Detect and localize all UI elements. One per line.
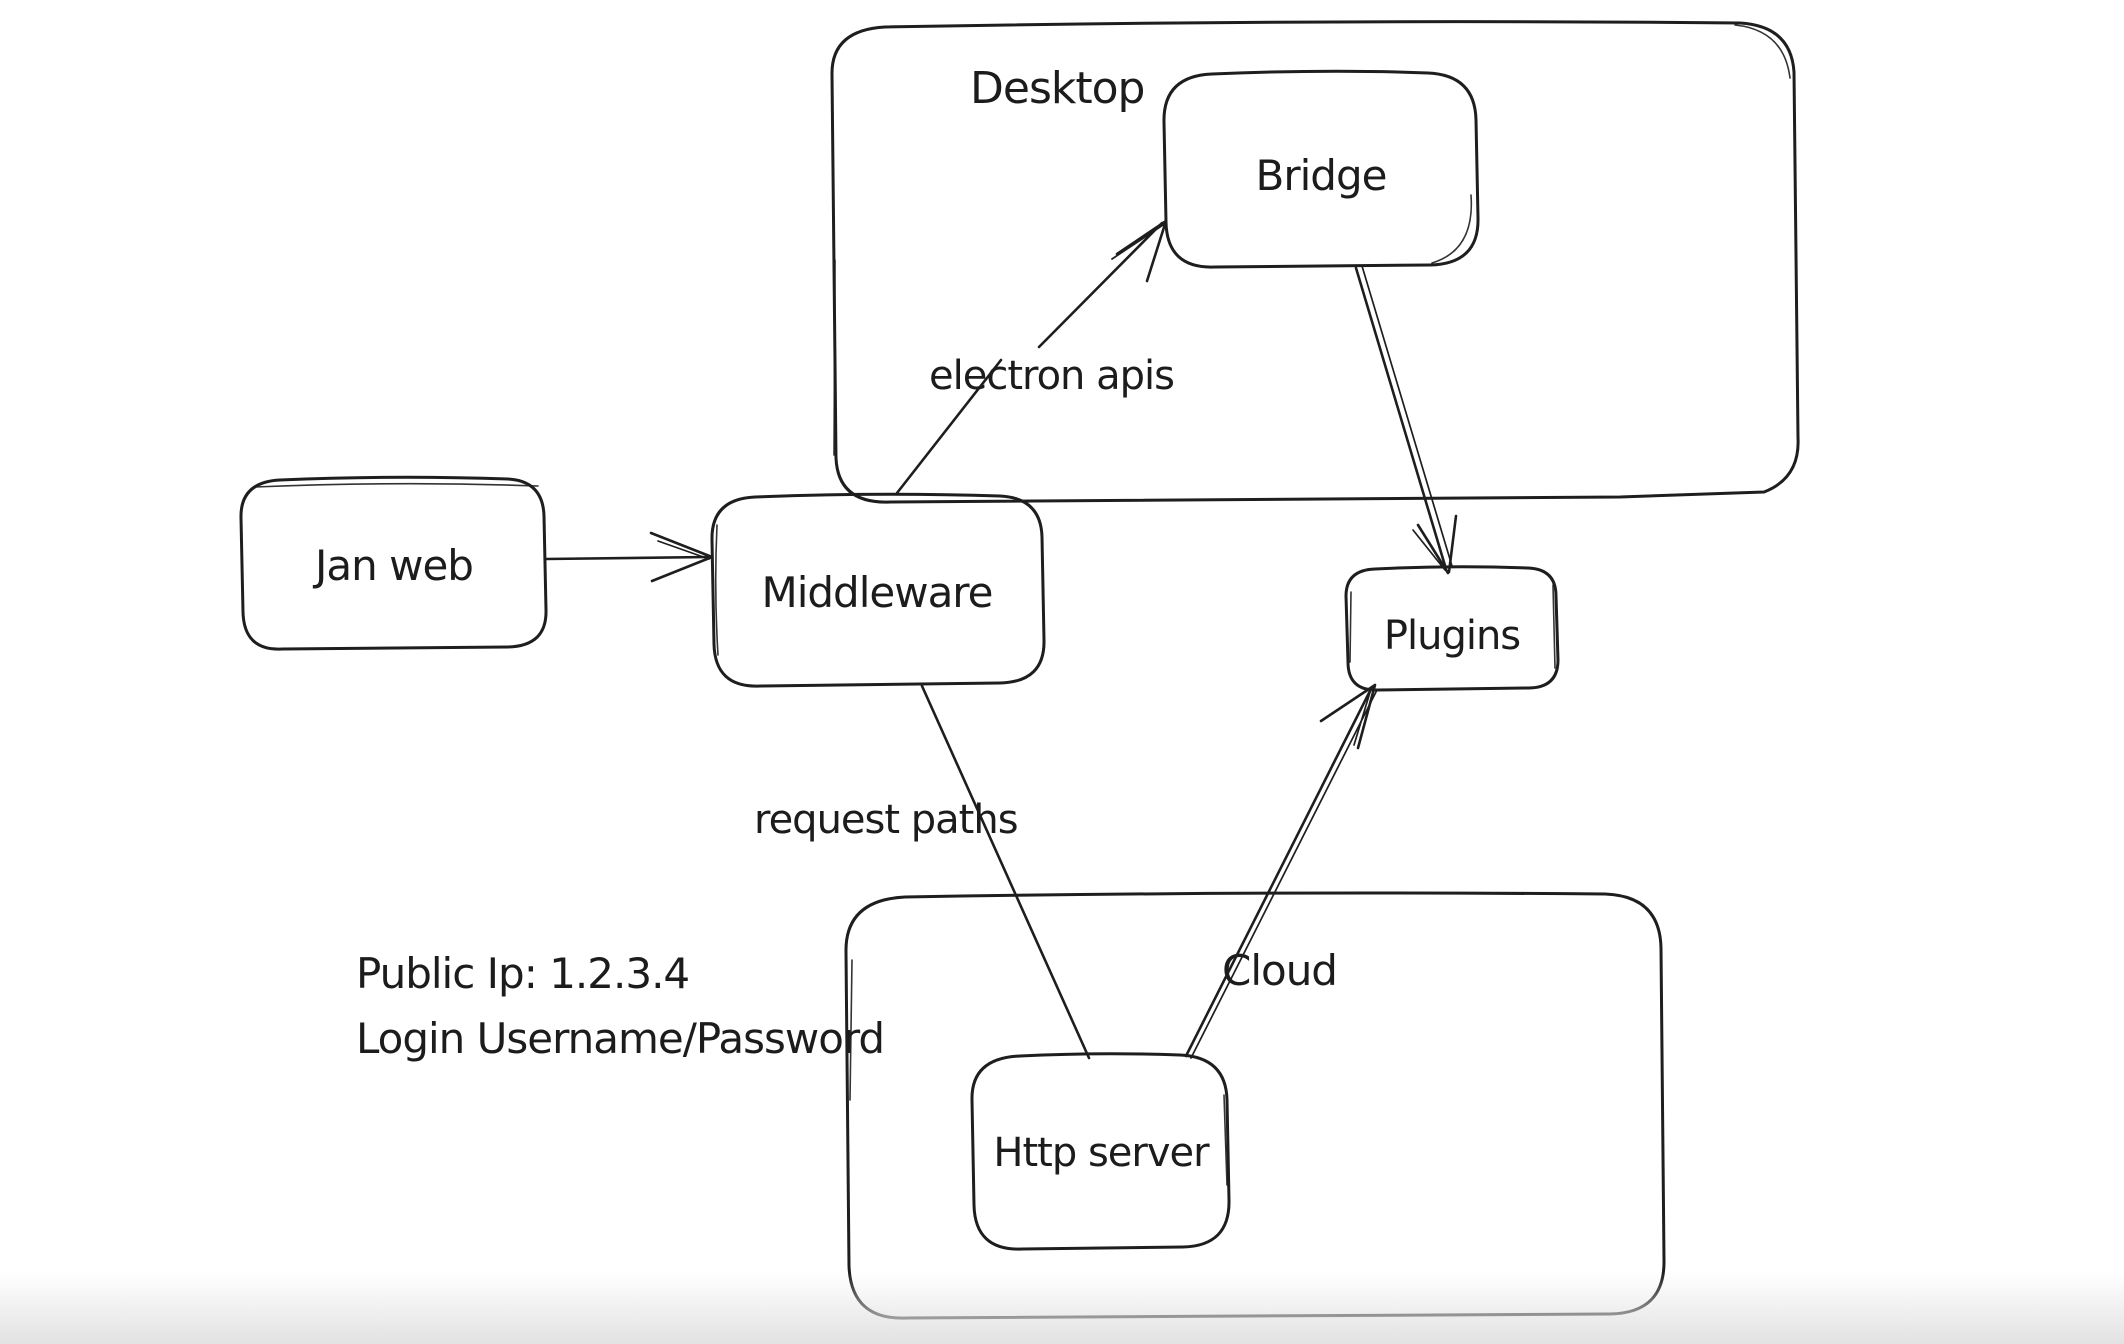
node-jan-web[interactable]: Jan web	[239, 475, 548, 651]
node-middleware[interactable]: Middleware	[710, 492, 1046, 688]
cloud-container[interactable]: Cloud	[844, 891, 1666, 1320]
arrowhead-sketch-accent	[1111, 224, 1164, 260]
edge-http-server-to-plugins[interactable]	[1184, 683, 1378, 1059]
middleware-sketch-accent	[714, 524, 719, 656]
arrowhead-into-middleware	[649, 531, 714, 583]
node-jan-web-label: Jan web	[312, 541, 473, 590]
desktop-container[interactable]: Desktop	[830, 20, 1800, 504]
node-plugins[interactable]: Plugins	[1344, 565, 1560, 692]
node-bridge[interactable]: Bridge	[1162, 69, 1480, 269]
cloud-container-label[interactable]: Cloud	[1222, 946, 1338, 995]
node-http-server-shape[interactable]	[970, 1052, 1231, 1251]
node-plugins-shape[interactable]	[1344, 565, 1560, 692]
arrowhead-into-plugins-bottom	[1319, 683, 1377, 750]
edge-middleware-to-bridge-shaft[interactable]	[895, 221, 1164, 495]
node-middleware-label: Middleware	[761, 568, 992, 617]
node-middleware-shape[interactable]	[710, 492, 1046, 688]
desktop-container-label[interactable]: Desktop	[970, 63, 1145, 114]
edge-middleware-to-http-server[interactable]: request paths	[754, 684, 1091, 1060]
node-bridge-label: Bridge	[1256, 151, 1387, 200]
edge-label-electron-apis[interactable]: electron apis	[929, 353, 1175, 399]
edge-bridge-to-plugins-shaft-double	[1361, 265, 1453, 567]
http-server-sketch-accent	[1223, 1094, 1228, 1186]
edge-jan-web-to-middleware[interactable]	[544, 531, 714, 583]
annotation-credentials[interactable]: Public Ip: 1.2.3.4 Login Username/Passwo…	[356, 949, 885, 1063]
node-http-server-label: Http server	[993, 1130, 1210, 1176]
edge-middleware-to-bridge[interactable]: electron apis	[895, 219, 1175, 495]
bridge-sketch-accent	[1431, 194, 1473, 264]
cloud-sketch-accent	[849, 959, 853, 1101]
edge-jan-web-to-middleware-shaft[interactable]	[544, 555, 710, 561]
arrowhead-sketch-accent	[657, 540, 710, 560]
annotation-public-ip[interactable]: Public Ip: 1.2.3.4	[356, 949, 690, 998]
jan-web-sketch-accent	[254, 482, 539, 488]
plugins-sketch-accent	[1349, 591, 1352, 663]
edge-bridge-to-plugins[interactable]	[1354, 265, 1458, 575]
cloud-container-shape[interactable]	[844, 891, 1666, 1320]
edge-bridge-to-plugins-shaft[interactable]	[1354, 266, 1448, 571]
annotation-login[interactable]: Login Username/Password	[356, 1014, 885, 1063]
bottom-fade	[0, 1272, 2124, 1344]
plugins-sketch-accent	[1552, 584, 1556, 669]
arrowhead-sketch-accent	[1353, 688, 1372, 746]
arrowhead-into-plugins-top	[1416, 514, 1458, 575]
node-bridge-shape[interactable]	[1162, 69, 1480, 269]
node-jan-web-shape[interactable]	[239, 475, 548, 651]
node-http-server[interactable]: Http server	[970, 1052, 1231, 1251]
desktop-sketch-accent	[1734, 24, 1791, 79]
arrowhead-sketch-accent	[1412, 529, 1446, 571]
edge-middleware-to-http-server-shaft[interactable]	[920, 684, 1091, 1060]
desktop-sketch-accent	[833, 259, 836, 456]
arrowhead-into-bridge	[1115, 219, 1168, 283]
edge-http-server-to-plugins-shaft[interactable]	[1184, 685, 1374, 1058]
edge-label-request-paths[interactable]: request paths	[754, 797, 1019, 843]
node-plugins-label: Plugins	[1384, 613, 1520, 659]
edge-http-server-to-plugins-shaft-double	[1190, 689, 1378, 1059]
desktop-container-shape[interactable]	[830, 20, 1800, 504]
